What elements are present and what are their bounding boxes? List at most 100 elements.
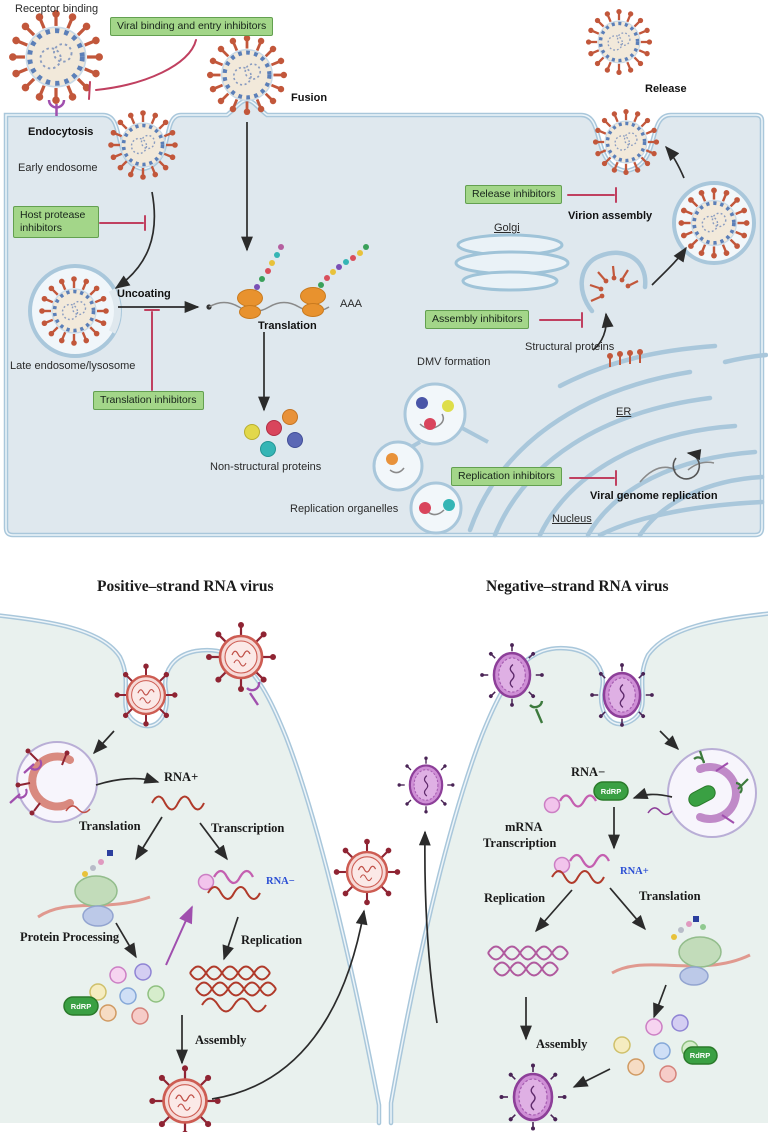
label-replication-right: Replication — [484, 891, 546, 905]
arrow-uncoat-to-rdrp — [632, 787, 673, 800]
label-viral-genome-replication: Viral genome replication — [590, 490, 718, 502]
rna-plus-strand — [151, 795, 205, 811]
arrow-rna-to-transcription — [199, 822, 228, 861]
svg-text:RdRP: RdRP — [71, 1002, 91, 1011]
label-mrna: mRNA — [505, 820, 543, 834]
rdrp-pill: RdRP — [593, 781, 629, 801]
arrow-release-left — [211, 909, 368, 1100]
label-release: Release — [645, 83, 687, 95]
label-virion-assembly: Virion assembly — [568, 210, 653, 222]
arrow-budding-to-virion — [651, 246, 687, 286]
label-rna-minus-blue: RNA− — [266, 876, 295, 887]
label-er: ER — [616, 406, 632, 418]
entry-inhibitors-box: Viral binding and entry inhibitors — [110, 17, 274, 37]
label-transcription-left: Transcription — [211, 821, 285, 835]
positive-strand-cell — [0, 613, 382, 1126]
label-translation-right: Translation — [639, 889, 701, 903]
red-virion-released — [332, 837, 402, 907]
coronavirus-endocytosis — [106, 108, 180, 182]
golgi-apparatus — [454, 233, 570, 292]
red-virus-endocytosis — [113, 662, 179, 728]
red-virus-attaching — [204, 620, 278, 694]
release-inhibitors-box: Release inhibitors — [465, 185, 563, 205]
replication-inhibitors-box: Replication inhibitors — [451, 467, 562, 487]
arrow-rnaminus-to-replication — [222, 916, 239, 961]
ribosome — [237, 287, 326, 319]
translation-inhibitors-box: Translation inhibitors — [93, 391, 204, 411]
svg-text:RdRP: RdRP — [601, 787, 621, 796]
svg-text:RdRP: RdRP — [690, 1051, 710, 1060]
nascent-peptide-beads — [254, 244, 369, 290]
arrow-uncoat-to-rna — [95, 772, 160, 786]
late-endosome — [28, 264, 122, 358]
purple-virion-released — [396, 755, 456, 815]
endosome-left — [9, 741, 98, 823]
label-early-endosome: Early endosome — [18, 162, 98, 174]
non-structural-protein-dots — [244, 409, 303, 457]
label-rna-plus-left: RNA+ — [164, 770, 199, 784]
label-endocytosis: Endocytosis — [28, 126, 94, 138]
assembly-inhibitors-box: Assembly inhibitors — [425, 310, 530, 330]
protein-dots-left — [89, 963, 165, 1025]
arrow-to-translation-right — [609, 887, 646, 931]
label-late-endosome: Late endosome/lysosome — [10, 360, 136, 372]
rdrp-pill: RdRP — [63, 996, 99, 1016]
er — [467, 343, 768, 538]
label-receptor-binding: Receptor binding — [15, 3, 99, 15]
coronavirus-fusion — [207, 35, 287, 115]
rna-minus-with-rdrp — [543, 794, 598, 814]
arrow-structural-to-budding — [592, 312, 614, 351]
rdrp-pill: RdRP — [683, 1046, 718, 1065]
label-structural-proteins: Structural proteins — [525, 341, 615, 353]
receptor-purple — [246, 681, 261, 706]
coronavirus-released — [584, 7, 654, 77]
coronavirus-release — [591, 107, 661, 177]
label-replication-left: Replication — [241, 933, 303, 947]
arrow-endosome-to-lysosome — [114, 191, 156, 289]
arrow-entry-left — [92, 730, 115, 755]
viral-receptor-icon — [47, 99, 66, 116]
ribosome-complex-right — [611, 916, 751, 986]
rna-minus-duplex-left — [197, 869, 261, 900]
arrow-virion-to-release — [665, 145, 685, 179]
lattice-rna-right — [487, 945, 569, 977]
arrow-to-replication-right — [535, 889, 573, 933]
budding-vesicle — [579, 250, 648, 314]
label-golgi: Golgi — [494, 222, 520, 234]
label-protein-processing: Protein Processing — [20, 930, 120, 944]
arrow-ribosome-down-right — [653, 984, 667, 1019]
title-positive-strand: Positive–strand RNA virus — [97, 578, 274, 595]
virion-assembly-vesicle — [672, 181, 756, 265]
label-non-structural: Non-structural proteins — [210, 461, 322, 473]
arrow-release-right — [418, 830, 438, 1024]
replication-organelle — [372, 382, 489, 535]
receptor-green — [529, 700, 544, 724]
label-uncoating: Uncoating — [117, 288, 171, 300]
ribosome-complex-left — [37, 850, 151, 927]
rna-virus-panel: RdRP RdRP RdRP — [0, 611, 768, 1132]
structural-proteins-entering-er — [607, 349, 643, 367]
viral-lifecycle-panel — [3, 7, 768, 538]
arrow-proteins-to-rna-purple — [165, 905, 193, 966]
arrow-rna-to-translation — [135, 816, 163, 861]
label-rna-minus-right: RNA− — [571, 765, 606, 779]
rna-plus-duplex-right — [551, 853, 611, 884]
label-dmv: DMV formation — [417, 356, 491, 368]
arrow-ribosome-to-proteins — [115, 922, 137, 959]
label-nucleus: Nucleus — [552, 513, 592, 525]
label-assembly-right: Assembly — [536, 1037, 588, 1051]
inhibition-lines — [88, 39, 617, 486]
arrow-proteins-to-virion — [572, 1068, 611, 1088]
label-mrna-transcription: Transcription — [483, 836, 557, 850]
genome-replication-icon — [639, 449, 715, 483]
label-replication-organelles: Replication organelles — [290, 503, 399, 515]
title-negative-strand: Negative–strand RNA virus — [486, 578, 669, 595]
host-protease-inhibitors-box: Host protease inhibitors — [13, 206, 99, 239]
label-rna-plus-blue: RNA+ — [620, 866, 649, 877]
arrow-entry-right — [659, 730, 680, 751]
label-translation-left: Translation — [79, 819, 141, 833]
lattice-rna-left — [189, 965, 277, 1013]
label-assembly-left: Assembly — [195, 1033, 247, 1047]
endosome-right — [647, 748, 757, 838]
